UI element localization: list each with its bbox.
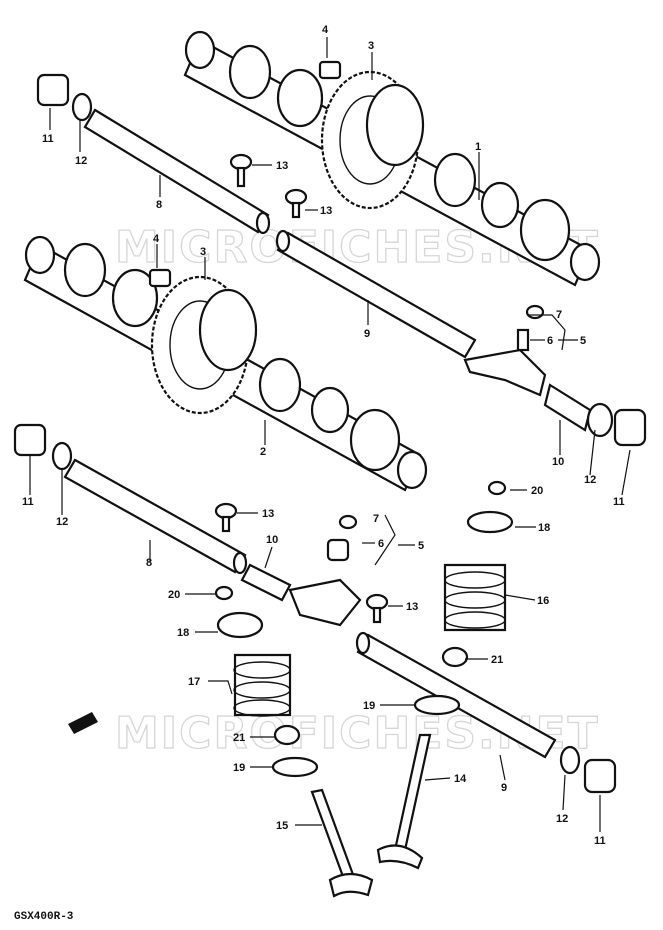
retainer-18-right xyxy=(466,510,514,534)
seat-19-left xyxy=(271,756,319,778)
label-part-18-b: 18 xyxy=(177,627,189,639)
cotter-20-right xyxy=(487,480,507,496)
seat-19-right xyxy=(413,694,461,716)
label-part-13-c: 13 xyxy=(262,508,274,520)
label-part-5-b: 5 xyxy=(418,540,424,552)
valve-spring-17 xyxy=(233,653,292,717)
label-part-11-b: 11 xyxy=(613,496,625,508)
label-part-5-a: 5 xyxy=(580,335,586,347)
valve-spring-16 xyxy=(443,563,507,632)
rocker-shaft-lower-right xyxy=(355,631,617,794)
label-part-19-a: 19 xyxy=(363,700,375,712)
bolt-4-upper xyxy=(318,60,342,80)
label-part-19-b: 19 xyxy=(233,762,245,774)
label-part-10-b: 10 xyxy=(266,534,278,546)
front-arrow-icon xyxy=(68,712,98,734)
label-part-8-b: 8 xyxy=(146,557,152,569)
rocker-shaft-upper-right xyxy=(275,229,477,359)
label-part-3-mid: 3 xyxy=(200,246,206,258)
rocker-shaft-lower-left xyxy=(13,423,248,575)
bolt-13-c xyxy=(214,502,238,533)
label-part-12-b: 12 xyxy=(584,474,596,486)
rocker-arm-lower xyxy=(288,514,362,627)
valve-exhaust-14 xyxy=(376,733,432,870)
label-part-12-c: 12 xyxy=(56,516,68,528)
cotter-20-left xyxy=(214,585,234,601)
valve-intake-15 xyxy=(310,788,374,898)
bolt-4-lower xyxy=(148,268,172,288)
label-part-12-d: 12 xyxy=(556,813,568,825)
rocker-arm-upper-right xyxy=(463,304,647,447)
label-part-12-a: 12 xyxy=(75,155,87,167)
label-part-10-a: 10 xyxy=(552,456,564,468)
label-part-11-c: 11 xyxy=(22,496,34,508)
label-part-17: 17 xyxy=(188,676,200,688)
label-part-3-top: 3 xyxy=(368,40,374,52)
bolt-13-a xyxy=(229,153,253,188)
cam-sprocket-upper xyxy=(320,70,425,210)
label-part-8-a: 8 xyxy=(156,199,162,211)
label-part-6-a: 6 xyxy=(547,335,553,347)
label-part-7-b: 7 xyxy=(373,513,379,525)
label-part-14: 14 xyxy=(454,773,467,785)
label-part-2: 2 xyxy=(260,446,266,458)
leader-lines xyxy=(29,37,631,832)
label-part-13-d: 13 xyxy=(406,601,418,613)
label-part-18-a: 18 xyxy=(538,522,550,534)
cam-sprocket-lower xyxy=(150,275,258,415)
bolt-13-b xyxy=(284,188,308,219)
shim-21-right xyxy=(441,646,469,668)
label-part-21-b: 21 xyxy=(233,732,245,744)
label-part-20-a: 20 xyxy=(531,485,543,497)
label-part-20-b: 20 xyxy=(168,589,180,601)
label-part-21-a: 21 xyxy=(491,654,503,666)
label-part-13-a: 13 xyxy=(276,160,288,172)
label-part-13-b: 13 xyxy=(320,205,332,217)
label-part-9-a: 9 xyxy=(364,328,370,340)
label-part-1: 1 xyxy=(475,141,481,153)
shim-21-left xyxy=(273,724,301,746)
spring-10-lower xyxy=(240,563,292,602)
label-part-6-b: 6 xyxy=(378,538,384,550)
bolt-13-d xyxy=(365,593,389,624)
label-part-15: 15 xyxy=(276,820,288,832)
label-part-11-d: 11 xyxy=(594,835,606,847)
label-part-4-mid: 4 xyxy=(153,233,160,245)
label-part-16: 16 xyxy=(537,595,549,607)
label-part-9-b: 9 xyxy=(501,782,507,794)
label-part-7-a: 7 xyxy=(556,309,562,321)
label-part-4-top: 4 xyxy=(322,24,329,36)
rocker-shaft-upper-left xyxy=(36,73,271,235)
label-part-11-a: 11 xyxy=(42,133,54,145)
retainer-18-left xyxy=(216,611,264,639)
model-code: GSX400R-3 xyxy=(14,911,74,923)
